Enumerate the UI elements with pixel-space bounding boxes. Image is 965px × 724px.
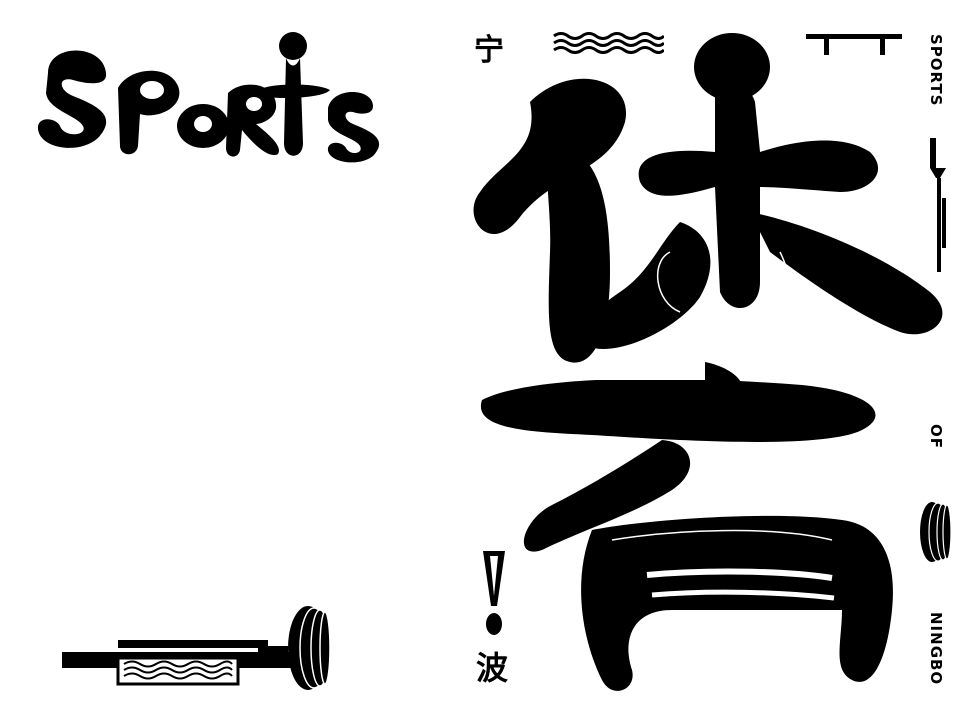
sports-logo-graphic — [37, 32, 380, 163]
side-char-bottom: 波 — [476, 649, 509, 687]
vertical-label-of: OF — [927, 424, 945, 449]
vertical-label-ningbo: NINGBO — [927, 612, 945, 686]
javelin-icon — [930, 138, 946, 272]
side-char-top: 宁 — [474, 33, 504, 68]
barbell-icon — [62, 606, 331, 690]
hurdle-icon — [806, 34, 902, 55]
exclamation-icon — [483, 551, 505, 635]
main-glyph-yu — [480, 380, 893, 691]
wave-lines-icon — [553, 32, 664, 54]
vertical-label-sports: SPORTS — [927, 34, 945, 107]
weight-plate-icon — [920, 502, 952, 562]
main-glyph-ti — [473, 33, 943, 399]
